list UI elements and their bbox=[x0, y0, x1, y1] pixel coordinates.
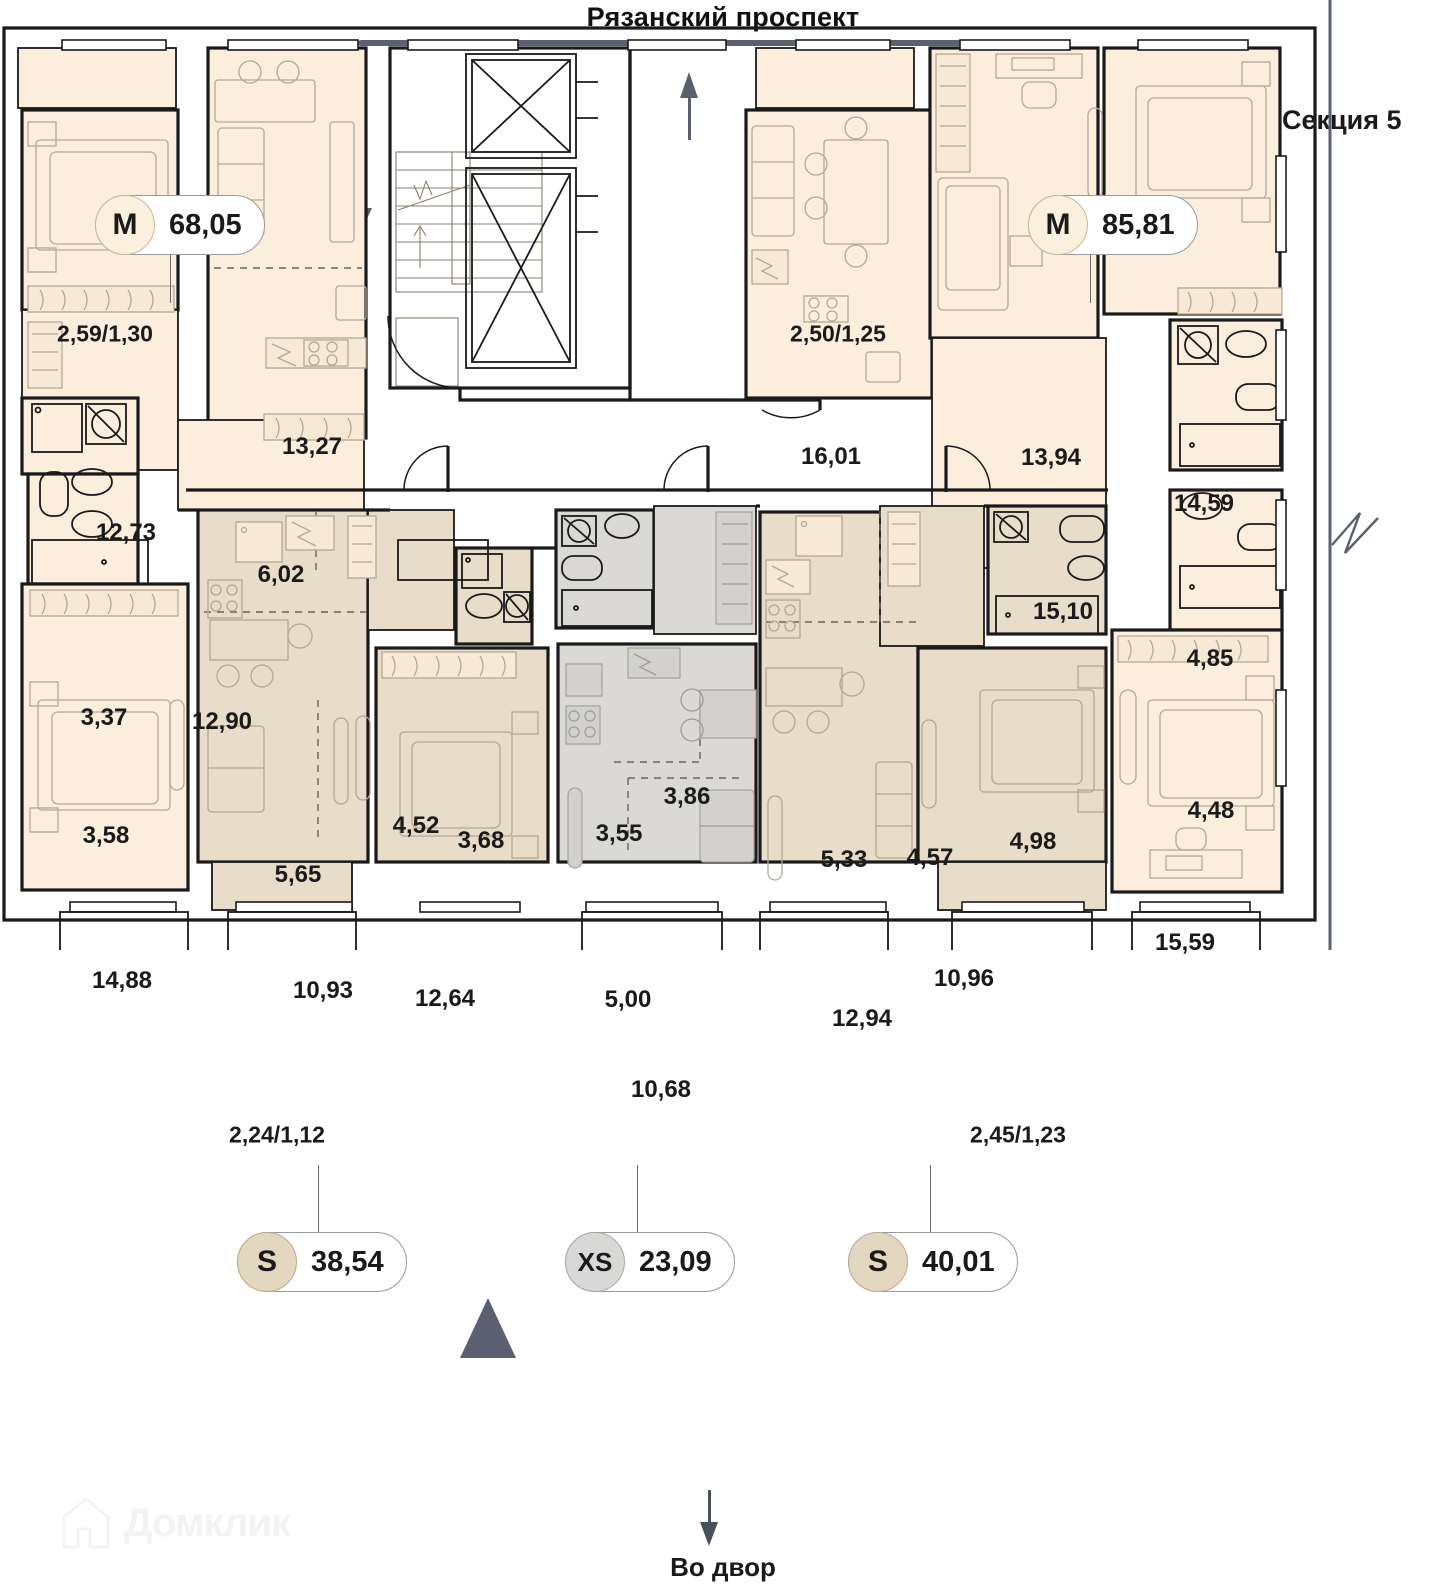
arrow-up-icon bbox=[660, 72, 720, 140]
badge-leader-line bbox=[930, 1165, 932, 1233]
room-area-label: 5,00 bbox=[604, 986, 652, 1013]
room-area-label: 12,90 bbox=[191, 708, 253, 735]
apartment-type-code: S bbox=[237, 1232, 297, 1292]
apartment-type-code: M bbox=[95, 195, 155, 255]
apartment-badge-xs[interactable]: XS 23,09 bbox=[565, 1232, 735, 1292]
yard-label: Во двор bbox=[670, 1552, 776, 1582]
room-area-label: 14,59 bbox=[1173, 490, 1235, 517]
badge-leader-line bbox=[637, 1165, 639, 1233]
badge-leader-line bbox=[170, 255, 172, 303]
room-area-label: 3,37 bbox=[80, 704, 128, 731]
watermark-text: Домклик bbox=[124, 1500, 291, 1545]
badge-leader-line bbox=[318, 1165, 320, 1233]
apartment-badge-m[interactable]: M 85,81 bbox=[1028, 195, 1198, 255]
room-area-label: 12,64 bbox=[414, 985, 476, 1012]
room-area-label: 2,45/1,23 bbox=[970, 1121, 1066, 1148]
room-area-label: 15,59 bbox=[1154, 929, 1216, 956]
entrance-marker-bottom bbox=[460, 1298, 516, 1358]
room-area-label: 10,68 bbox=[630, 1076, 692, 1103]
apartment-area-value: 23,09 bbox=[639, 1245, 712, 1278]
room-area-label: 13,94 bbox=[1020, 444, 1082, 471]
section-label: Секция 5 bbox=[1282, 104, 1402, 135]
watermark: Домклик bbox=[60, 1495, 291, 1551]
room-area-label: 5,65 bbox=[274, 861, 322, 888]
room-area-label: 3,68 bbox=[457, 827, 505, 854]
apartment-badge-m[interactable]: M 68,05 bbox=[95, 195, 265, 255]
domclick-logo-icon bbox=[62, 1497, 110, 1549]
room-area-label: 4,98 bbox=[1009, 828, 1057, 855]
room-area-label: 2,24/1,12 bbox=[229, 1121, 325, 1148]
room-area-label: 4,52 bbox=[392, 812, 440, 839]
room-area-label: 3,55 bbox=[595, 820, 643, 847]
apartment-area-value: 68,05 bbox=[169, 208, 242, 241]
arrow-down-icon bbox=[690, 1490, 730, 1546]
room-area-label: 16,01 bbox=[800, 443, 862, 470]
room-area-label: 2,59/1,30 bbox=[57, 320, 153, 347]
room-area-label: 5,33 bbox=[820, 846, 868, 873]
room-area-label: 12,73 bbox=[95, 519, 157, 546]
room-area-label: 2,50/1,25 bbox=[790, 320, 886, 347]
apartment-area-value: 38,54 bbox=[311, 1245, 384, 1278]
apartment-type-code: XS bbox=[565, 1232, 625, 1292]
room-area-label: 10,96 bbox=[933, 965, 995, 992]
badge-leader-line bbox=[1090, 255, 1092, 303]
apartment-area-value: 85,81 bbox=[1102, 208, 1175, 241]
room-area-label: 14,88 bbox=[91, 967, 153, 994]
room-area-label: 4,57 bbox=[906, 844, 954, 871]
apartment-badge-s[interactable]: S 40,01 bbox=[848, 1232, 1018, 1292]
apartment-type-code: M bbox=[1028, 195, 1088, 255]
apartment-area-value: 40,01 bbox=[922, 1245, 995, 1278]
room-area-label: 3,86 bbox=[663, 783, 711, 810]
apartment-type-code: S bbox=[848, 1232, 908, 1292]
room-area-label: 13,27 bbox=[281, 433, 343, 460]
room-area-label: 4,48 bbox=[1187, 797, 1235, 824]
room-area-label: 15,10 bbox=[1032, 598, 1094, 625]
room-area-label: 3,58 bbox=[82, 822, 130, 849]
room-area-label: 10,93 bbox=[292, 977, 354, 1004]
room-area-label: 4,85 bbox=[1186, 645, 1234, 672]
room-area-label: 6,02 bbox=[257, 561, 305, 588]
room-area-label: 12,94 bbox=[831, 1005, 893, 1032]
floor-plan-drawing: .w { fill:none; stroke:#1a1a1a; stroke-w… bbox=[2, 0, 1379, 950]
apartment-badge-s[interactable]: S 38,54 bbox=[237, 1232, 407, 1292]
